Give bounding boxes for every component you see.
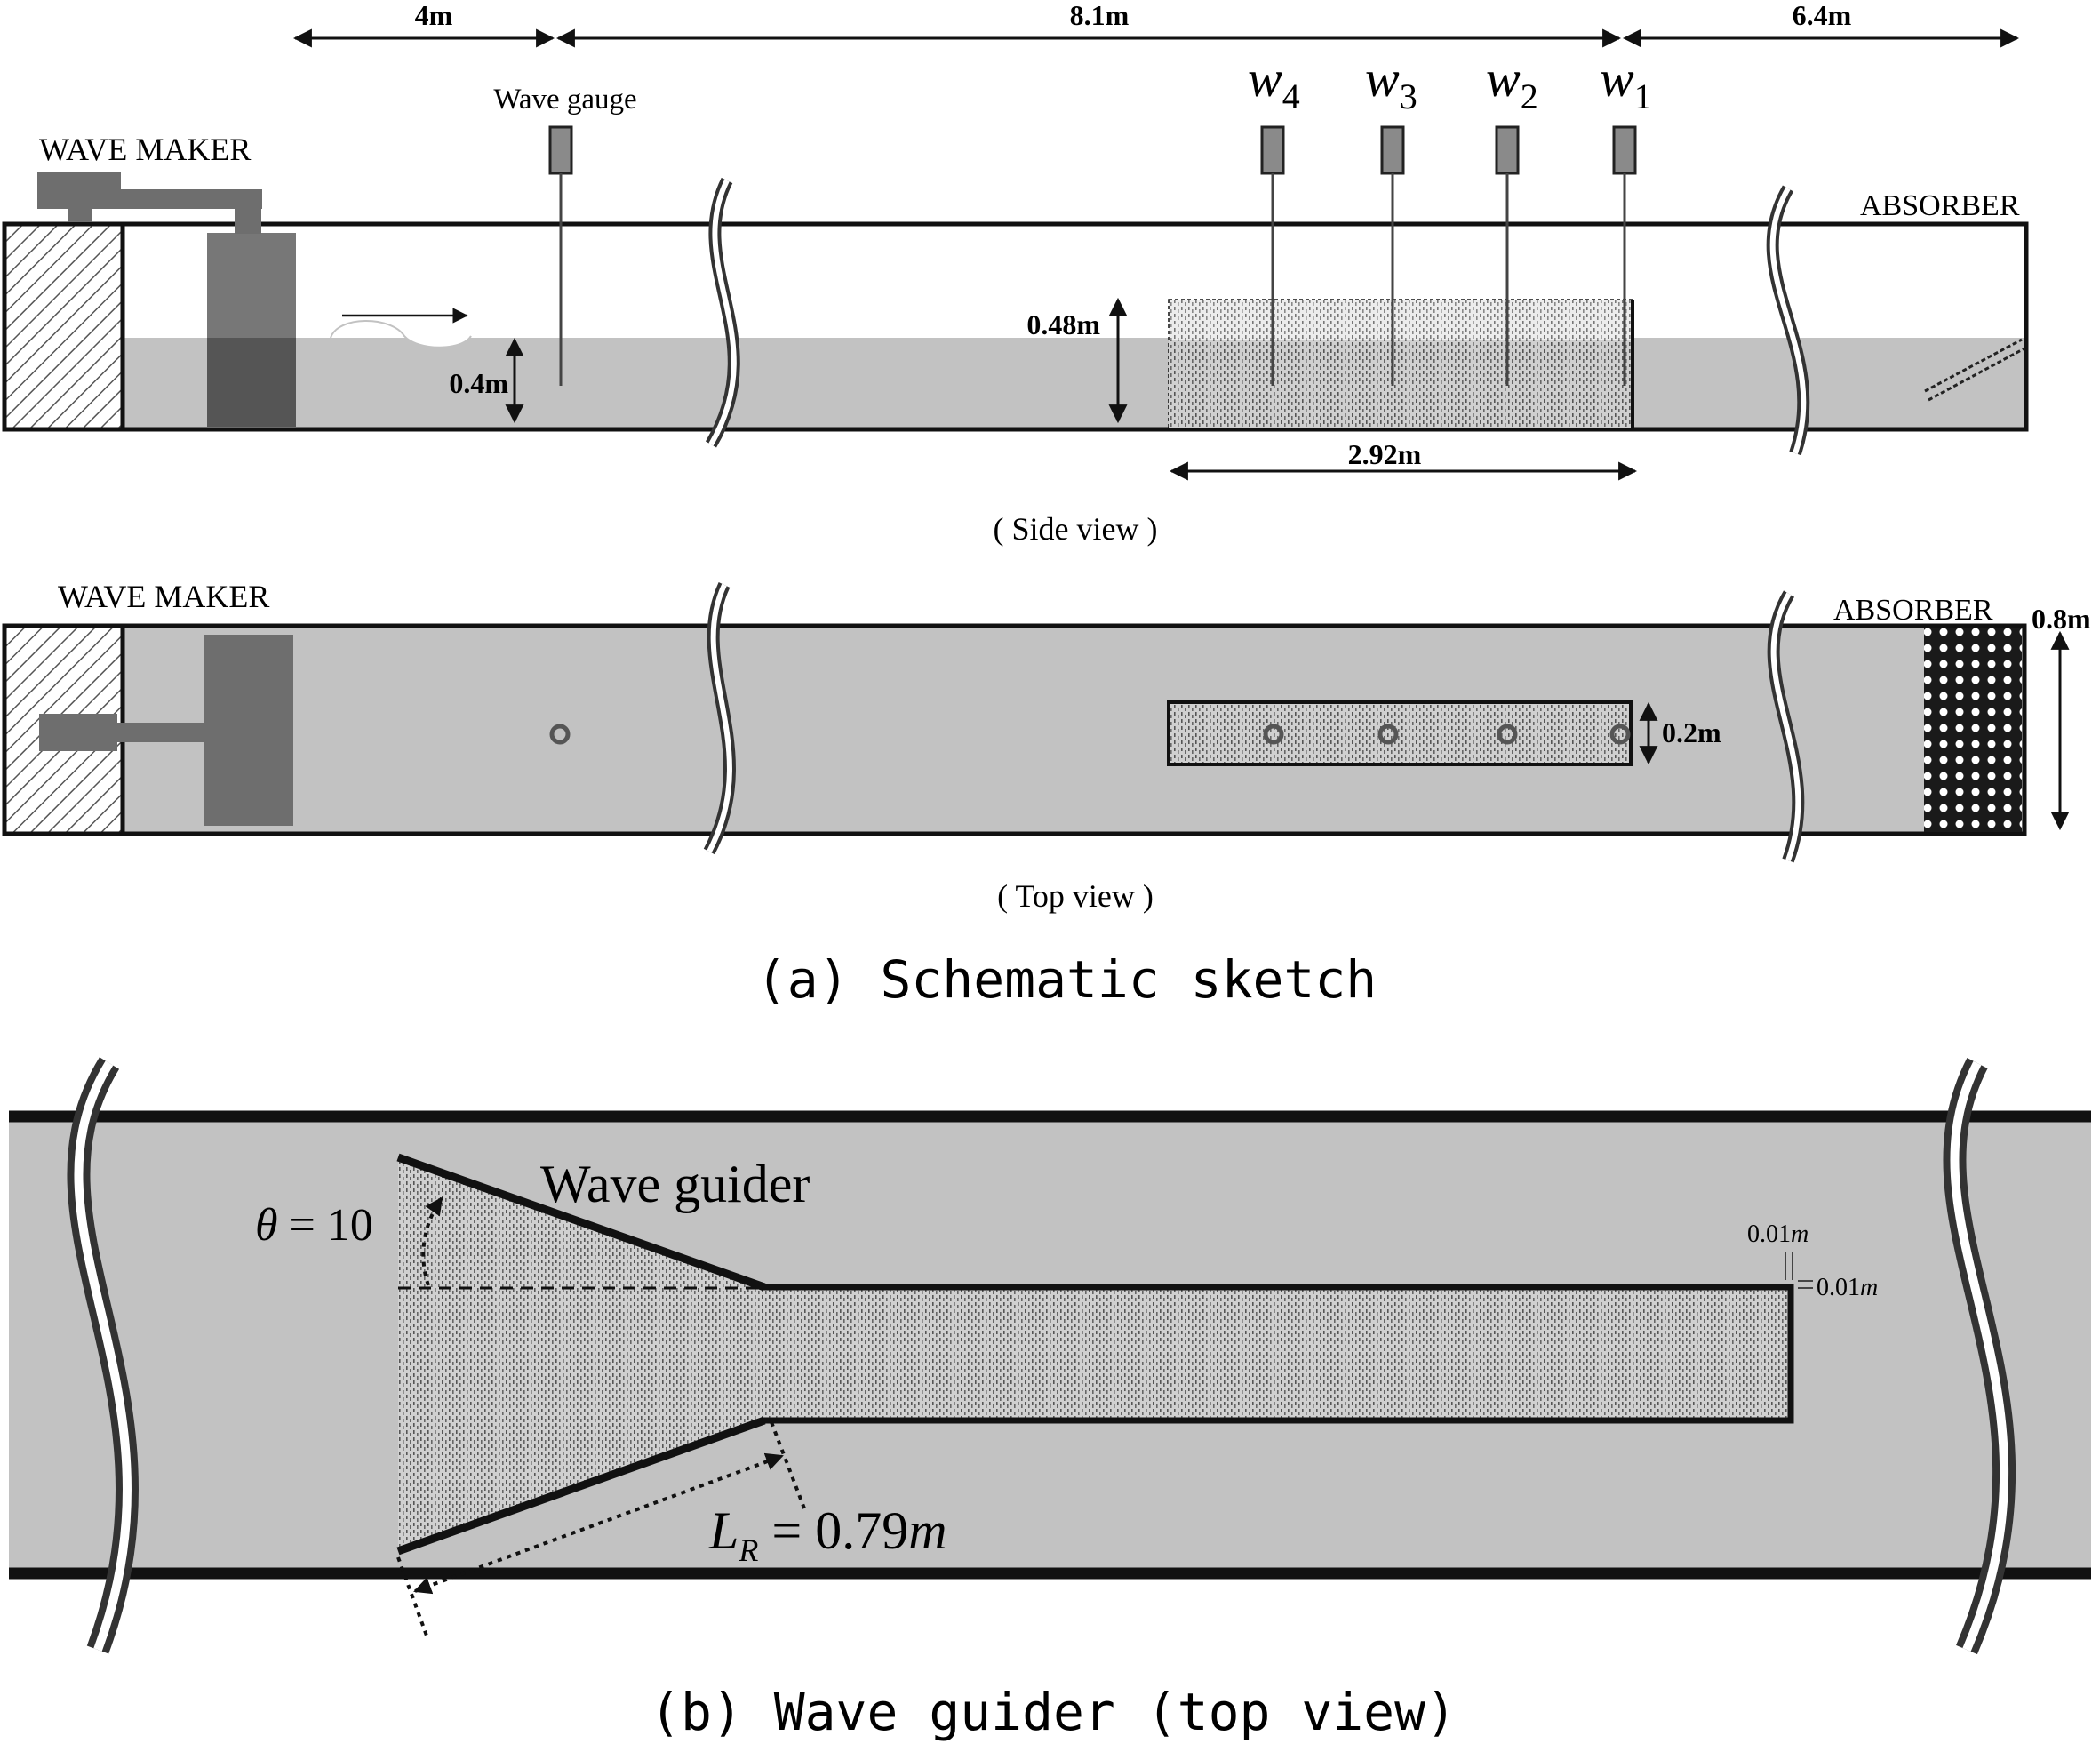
- guider-break-left: [67, 1057, 139, 1654]
- wave-guider-body: [398, 1157, 1791, 1551]
- structure-height-label: 0.48m: [1026, 308, 1100, 340]
- length-label: LR = 0.79m: [708, 1501, 947, 1568]
- top-view-wave-gauge: [549, 724, 571, 745]
- top-dimensions: 4m 8.1m 6.4m: [292, 0, 2020, 48]
- flume-width-label: 0.8m: [2032, 603, 2091, 635]
- depth-label: 0.4m: [449, 367, 508, 399]
- dimension-4m: 4m: [415, 0, 453, 31]
- side-view-break-left: [705, 177, 740, 448]
- gauge-w2: [1495, 125, 1520, 386]
- length-arrow: [413, 1452, 784, 1595]
- guider-break-right: [1943, 1058, 2016, 1655]
- structure-width-label: 0.2m: [1662, 716, 1721, 748]
- dimension-6-4m: 6.4m: [1793, 0, 1852, 31]
- gauge-w4-label: w4: [1248, 50, 1300, 116]
- wave-gauge: [548, 125, 573, 386]
- side-view-wave: [330, 320, 472, 348]
- side-view-absorber: [1924, 338, 2025, 402]
- top-view-flume: [2, 623, 2027, 836]
- side-view-end-wall: [2, 221, 125, 432]
- top-view-absorber: [1924, 628, 2022, 832]
- gauge-w2-label: w2: [1486, 50, 1538, 116]
- thickness-y-label: 0.01m: [1817, 1274, 1878, 1301]
- gauge-w4: [1260, 125, 1285, 386]
- gauge-w1-label: w1: [1600, 50, 1652, 116]
- gauge-w3: [1380, 125, 1405, 386]
- wave-guider-label: Wave guider: [540, 1155, 810, 1213]
- top-view-caption: ( Top view ): [997, 878, 1154, 914]
- top-view-absorber-label: ABSORBER: [1833, 594, 1993, 627]
- side-view-wave-maker: [37, 172, 296, 427]
- angle-label: θ = 10: [255, 1200, 373, 1251]
- top-view-break-right: [1767, 590, 1805, 863]
- side-view-break-right: [1766, 185, 1810, 456]
- side-view-absorber-label: ABSORBER: [1860, 189, 2020, 222]
- structure-length-label: 2.92m: [1348, 438, 1422, 470]
- side-view-structure-submerged: [1169, 340, 1633, 428]
- angle-arc: [421, 1196, 443, 1286]
- caption-b: (b) Wave guider (top view): [650, 1682, 1457, 1742]
- caption-a: (a) Schematic sketch: [756, 949, 1377, 1010]
- top-view: WAVE MAKER 0.2m ABSORBER 0.8m ( Top view…: [2, 579, 2091, 914]
- top-view-gauges: [1263, 724, 1631, 745]
- wave-gauge-label: Wave gauge: [493, 84, 636, 116]
- gauge-w3-label: w3: [1365, 50, 1417, 116]
- thickness-x-label: 0.01m: [1747, 1220, 1809, 1248]
- gauge-w1: [1612, 125, 1637, 386]
- top-view-wave-maker: [39, 635, 293, 826]
- top-view-wave-maker-label: WAVE MAKER: [58, 579, 269, 614]
- thickness-marks: [1785, 1252, 1813, 1289]
- side-view: WAVE MAKER Wave gauge 0.4m 0.48m 2.92: [2, 50, 2029, 547]
- wave-guider-view: θ = 10 Wave guider LR = 0.79m 0.01m 0.01…: [9, 1057, 2091, 1655]
- side-view-caption: ( Side view ): [994, 511, 1158, 547]
- side-view-wave-maker-label: WAVE MAKER: [39, 132, 251, 167]
- top-view-structure: [1167, 700, 1633, 766]
- dimension-8-1m: 8.1m: [1070, 0, 1130, 31]
- top-view-break-left: [703, 582, 736, 855]
- side-view-water: [123, 338, 2024, 431]
